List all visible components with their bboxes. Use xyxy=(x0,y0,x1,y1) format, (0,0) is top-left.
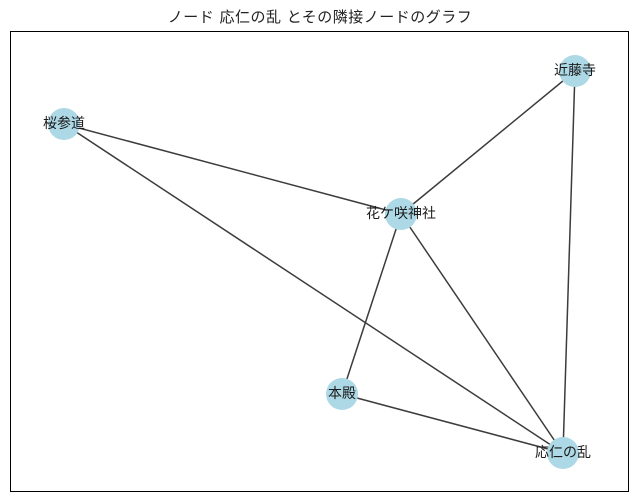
graph-title: ノード 応仁の乱 とその隣接ノードのグラフ xyxy=(167,8,473,26)
node-label: 桜参道 xyxy=(43,115,85,132)
edge-hanagasaki-oninoran xyxy=(400,213,564,454)
node-sakurasando: 桜参道 xyxy=(43,108,85,140)
edge-sakurasando-hanagasaki xyxy=(63,123,402,215)
node-circle xyxy=(385,198,417,230)
edge-kondoji-hanagasaki xyxy=(400,70,576,215)
node-circle xyxy=(559,55,591,87)
edge-kondoji-oninoran xyxy=(562,70,576,454)
edge-honden-oninoran xyxy=(341,393,564,454)
node-label: 応仁の乱 xyxy=(535,445,591,461)
node-label: 近藤寺 xyxy=(554,63,596,79)
node-label: 本殿 xyxy=(328,386,356,402)
node-label: 花ケ咲神社 xyxy=(366,206,436,222)
node-kondoji: 近藤寺 xyxy=(554,55,596,87)
node-honden: 本殿 xyxy=(326,378,358,410)
node-oninoran: 応仁の乱 xyxy=(535,437,591,469)
edges-layer xyxy=(63,70,576,454)
edge-hanagasaki-honden xyxy=(341,213,402,395)
node-circle xyxy=(547,437,579,469)
node-circle xyxy=(326,378,358,410)
node-circle xyxy=(48,108,80,140)
node-hanagasaki: 花ケ咲神社 xyxy=(366,198,436,230)
plot-frame xyxy=(10,31,629,492)
edge-sakurasando-oninoran xyxy=(63,123,564,454)
